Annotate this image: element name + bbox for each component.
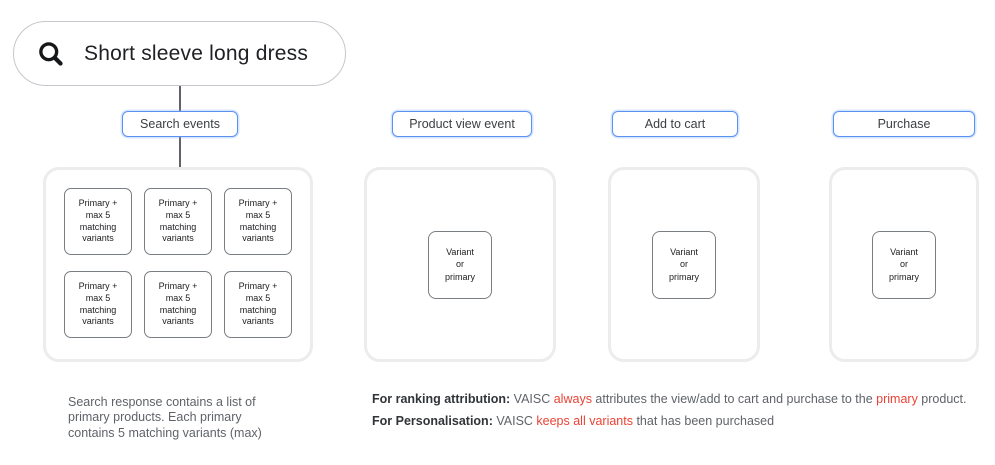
search-result-item-box: Primary + max 5 matching variants [224, 188, 292, 255]
search-events-stage-box: Primary + max 5 matching variants Primar… [43, 167, 313, 362]
search-events-label: Search events [122, 111, 238, 137]
product-view-event-label: Product view event [392, 111, 532, 137]
ranking-attribution-note: For ranking attribution: VAISC always at… [372, 392, 967, 406]
search-result-item-box: Primary + max 5 matching variants [224, 271, 292, 338]
purchase-label: Purchase [833, 111, 975, 137]
search-result-item-box: Primary + max 5 matching variants [144, 271, 212, 338]
variant-or-primary-box: Variant or primary [428, 230, 492, 299]
variant-or-primary-box: Variant or primary [652, 230, 716, 299]
add-to-cart-stage-box: Variant or primary [608, 167, 760, 362]
search-result-item-box: Primary + max 5 matching variants [144, 188, 212, 255]
connector-line-bottom [179, 137, 181, 167]
search-icon [36, 39, 66, 69]
purchase-stage-box: Variant or primary [829, 167, 979, 362]
search-response-note: Search response contains a list of prima… [68, 395, 262, 440]
add-to-cart-label: Add to cart [612, 111, 738, 137]
connector-line-top [179, 86, 181, 111]
personalisation-note: For Personalisation: VAISC keeps all var… [372, 414, 775, 428]
search-bar: Short sleeve long dress [13, 21, 346, 86]
product-view-stage-box: Variant or primary [364, 167, 556, 362]
search-result-item-box: Primary + max 5 matching variants [64, 188, 132, 255]
search-result-item-box: Primary + max 5 matching variants [64, 271, 132, 338]
variant-or-primary-box: Variant or primary [872, 230, 936, 299]
search-query-text: Short sleeve long dress [84, 41, 309, 65]
